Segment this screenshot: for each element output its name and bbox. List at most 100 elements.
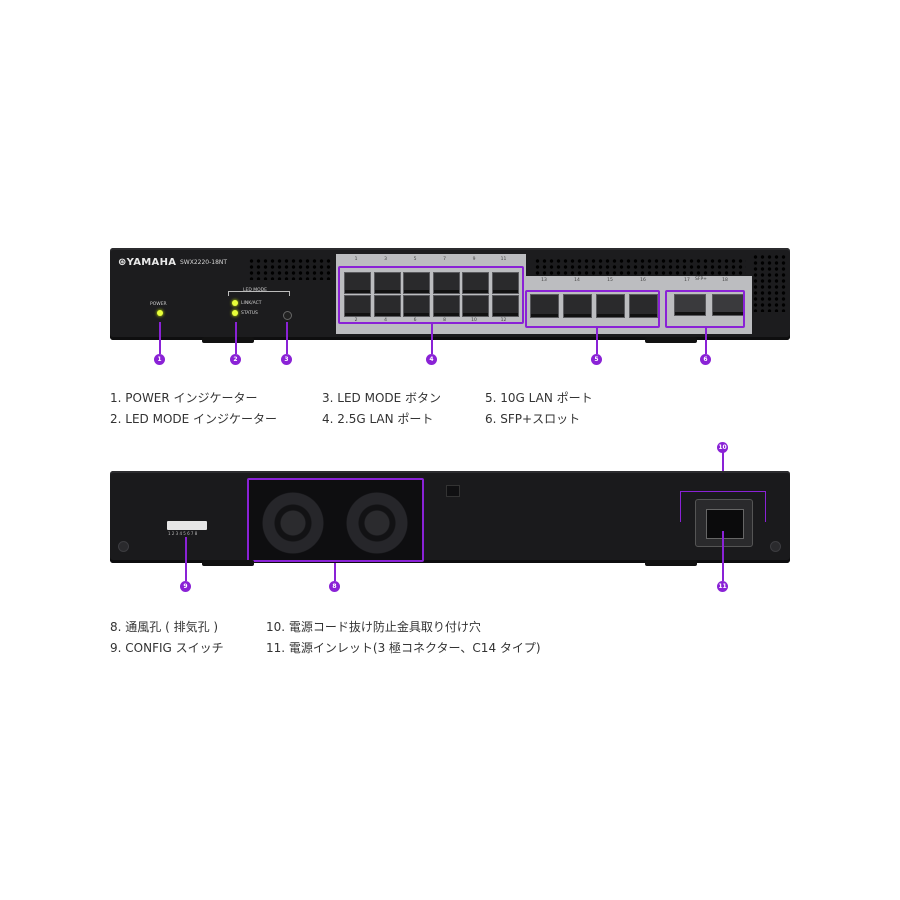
- rj45-port[interactable]: [344, 295, 371, 317]
- port-number-label: 18: [722, 278, 728, 283]
- legend-5: 5. 10G LAN ポート: [485, 391, 593, 405]
- dip-switch-label: 1 2 3 4 5 6 7 8: [168, 531, 198, 536]
- legend-9: 9. CONFIG スイッチ: [110, 641, 224, 655]
- callout-line-2: [235, 322, 237, 354]
- legend-4: 4. 2.5G LAN ポート: [322, 412, 434, 426]
- power-label: POWER: [150, 302, 167, 307]
- config-dip-switch[interactable]: [167, 521, 207, 530]
- power-led: [157, 310, 163, 316]
- front-foot-right: [645, 337, 697, 343]
- front-foot-left: [202, 337, 254, 343]
- power-inlet[interactable]: [695, 499, 753, 547]
- status-label: STATUS: [241, 311, 258, 316]
- front-vent-right: [752, 254, 786, 312]
- link-act-led: [232, 300, 238, 306]
- callout-3: 3: [281, 354, 292, 365]
- rear-screw-right: [770, 541, 781, 552]
- rear-screw-left: [118, 541, 129, 552]
- rj45-port[interactable]: [432, 272, 460, 294]
- callout-line-6: [705, 328, 707, 354]
- rj45-port[interactable]: [373, 295, 401, 317]
- port-number-label: 17: [684, 278, 690, 283]
- fan-vent-area: [247, 478, 424, 562]
- cord-retainer-bracket: [680, 491, 766, 522]
- port-number-label: 11: [500, 257, 507, 262]
- power-inlet-socket: [706, 509, 744, 539]
- rj45-port[interactable]: [403, 272, 430, 294]
- callout-10: 10: [717, 442, 728, 453]
- legend-11: 11. 電源インレット(3 極コネクター、C14 タイプ): [266, 641, 541, 655]
- fan-left: [262, 492, 324, 554]
- callout-line-5: [596, 328, 598, 354]
- port-number-label: 7: [443, 257, 446, 262]
- rj45-port[interactable]: [491, 295, 519, 317]
- port-number-label: 6: [413, 318, 417, 323]
- rj45-port[interactable]: [373, 272, 401, 294]
- rj45-port[interactable]: [432, 295, 460, 317]
- fan-right: [346, 492, 408, 554]
- port-number-label: 1: [354, 257, 358, 262]
- front-vent-mid: [534, 258, 746, 276]
- legend-6: 6. SFP+スロット: [485, 412, 581, 426]
- rj45-port[interactable]: [462, 295, 489, 317]
- callout-line-3: [286, 322, 288, 354]
- yamaha-logo: ⊛YAMAHA: [118, 257, 177, 268]
- port-number-label: 13: [541, 278, 547, 283]
- legend-10: 10. 電源コード抜け防止金具取り付け穴: [266, 620, 481, 634]
- rj45-port-10g[interactable]: [563, 294, 592, 318]
- highlight-sfp: [665, 290, 745, 328]
- port-number-label: 2: [354, 318, 358, 323]
- led-mode-button[interactable]: [283, 311, 292, 320]
- legend-1: 1. POWER インジケーター: [110, 391, 258, 405]
- callout-2: 2: [230, 354, 241, 365]
- model-name: SWX2220-18NT: [180, 259, 228, 266]
- front-vent-left: [248, 258, 333, 280]
- callout-8: 8: [329, 581, 340, 592]
- port-number-label: 4: [384, 318, 387, 323]
- rj45-port[interactable]: [344, 272, 371, 294]
- port-number-label: 15: [607, 278, 613, 283]
- port-number-label: 12: [500, 318, 507, 323]
- rj45-port-10g[interactable]: [629, 294, 658, 318]
- legend-8: 8. 通風孔 ( 排気孔 ): [110, 620, 219, 634]
- link-act-label: LINK/ACT: [241, 301, 262, 306]
- legend-3: 3. LED MODE ボタン: [322, 391, 442, 405]
- port-number-label: 10: [471, 318, 477, 323]
- port-number-label: 16: [640, 278, 646, 283]
- rj45-port[interactable]: [403, 295, 430, 317]
- callout-line-11: [722, 531, 724, 581]
- callout-line-4: [431, 324, 433, 354]
- status-led: [232, 310, 238, 316]
- port-zone-10g-sfp: 13 14 15 16 17 18: [526, 276, 752, 334]
- port-number-label: 5: [413, 257, 417, 262]
- rear-foot-left: [202, 560, 254, 566]
- led-mode-label: LED MODE: [243, 288, 267, 293]
- port-zone-2-5g: 1 3 5 7 9 11 2 4 6 8 10 12: [336, 254, 526, 334]
- callout-4: 4: [426, 354, 437, 365]
- port-number-label: 14: [574, 278, 580, 283]
- callout-5: 5: [591, 354, 602, 365]
- port-number-label: 3: [384, 257, 387, 262]
- highlight-10g: [525, 290, 660, 328]
- rj45-port-10g[interactable]: [530, 294, 559, 318]
- front-panel: ⊛YAMAHA SWX2220-18NT POWER LED MODE LINK…: [110, 248, 790, 343]
- callout-line-10: [722, 452, 724, 488]
- callout-6: 6: [700, 354, 711, 365]
- sfp-slot[interactable]: [674, 294, 706, 316]
- rear-panel: 1 2 3 4 5 6 7 8: [110, 471, 790, 566]
- highlight-2-5g: [338, 266, 524, 324]
- rj45-port-10g[interactable]: [596, 294, 625, 318]
- callout-line-1: [159, 322, 161, 354]
- port-number-label: 8: [443, 318, 446, 323]
- callout-9: 9: [180, 581, 191, 592]
- callout-line-8: [334, 563, 336, 581]
- callout-11: 11: [717, 581, 728, 592]
- rear-foot-right: [645, 560, 697, 566]
- rj45-port[interactable]: [462, 272, 489, 294]
- legend-2: 2. LED MODE インジケーター: [110, 412, 278, 426]
- callout-line-9: [185, 537, 187, 581]
- port-number-label: 9: [472, 257, 476, 262]
- sfp-label: SFP+: [695, 277, 707, 282]
- callout-1: 1: [154, 354, 165, 365]
- rj45-port[interactable]: [491, 272, 519, 294]
